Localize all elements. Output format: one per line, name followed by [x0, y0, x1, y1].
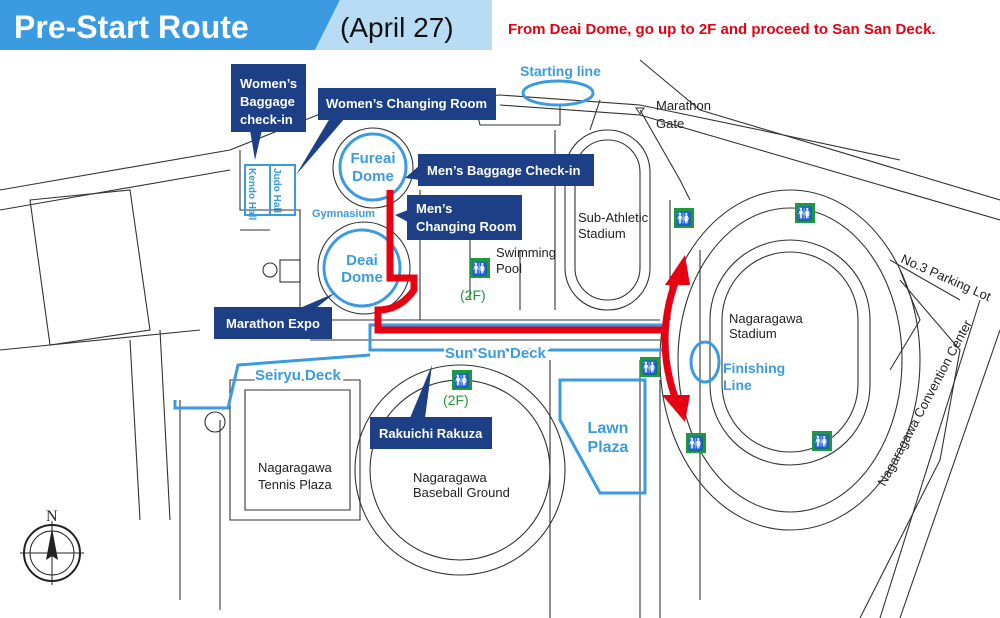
svg-text:Gate: Gate — [656, 116, 684, 131]
svg-text:Baseball Ground: Baseball Ground — [413, 485, 510, 500]
sun-sun-deck-label: Sun Sun Deck — [445, 345, 547, 362]
deai-dome: Deai Dome — [317, 221, 411, 315]
svg-text:Pool: Pool — [496, 261, 522, 276]
svg-text:Swimming: Swimming — [496, 245, 556, 260]
svg-text:🚻: 🚻 — [676, 211, 692, 226]
svg-text:🚻: 🚻 — [814, 434, 830, 449]
svg-text:Kendo Hall: Kendo Hall — [246, 168, 257, 220]
svg-text:Baggage: Baggage — [240, 94, 295, 109]
svg-text:Women’s: Women’s — [240, 76, 297, 91]
svg-text:Nagaragawa: Nagaragawa — [413, 470, 487, 485]
fureai-dome: Fureai Dome — [332, 127, 414, 209]
svg-text:Dome: Dome — [341, 269, 383, 286]
toilet-icon: 🚻 — [470, 258, 490, 278]
toilet-icon: 🚻 — [452, 370, 472, 390]
gymnasium-label: Gymnasium — [312, 208, 375, 220]
finishing-line-marker — [689, 340, 721, 384]
svg-text:🚻: 🚻 — [454, 373, 470, 388]
svg-text:Women’s Changing Room: Women’s Changing Room — [326, 96, 487, 111]
pool-2f-label: (2F) — [460, 287, 486, 303]
toilet-icon: 🚻 — [686, 433, 706, 453]
arrow-up-icon — [665, 255, 690, 285]
svg-text:Lawn: Lawn — [588, 420, 629, 437]
svg-text:N: N — [46, 508, 58, 525]
pre-start-route — [374, 190, 690, 422]
page-title: Pre-Start Route — [14, 9, 249, 45]
svg-text:Deai: Deai — [346, 252, 378, 269]
svg-text:Nagaragawa: Nagaragawa — [729, 311, 803, 326]
starting-line-marker — [521, 79, 595, 107]
parking-lot-label: No.3 Parking Lot — [899, 251, 994, 304]
toilet-icon: 🚻 — [640, 357, 660, 377]
convention-center-label: Nagaragawa Convention Center — [874, 317, 975, 489]
judo-kendo-hall: Judo Hall Kendo Hall — [244, 164, 296, 220]
title-banner — [0, 0, 340, 50]
base-map — [0, 59, 1000, 618]
compass-icon: N — [20, 508, 84, 585]
svg-text:🚻: 🚻 — [688, 436, 704, 451]
svg-text:🚻: 🚻 — [797, 206, 813, 221]
callout-mens-changing: Men’s Changing Room — [395, 195, 522, 240]
svg-text:Marathon Expo: Marathon Expo — [226, 316, 320, 331]
svg-text:Men’s Baggage Check-in: Men’s Baggage Check-in — [427, 163, 580, 178]
svg-text:check-in: check-in — [240, 112, 293, 127]
starting-line-label: Starting line — [520, 63, 601, 79]
callout-rakuichi-rakuza: Rakuichi Rakuza — [370, 365, 492, 449]
svg-text:Stadium: Stadium — [729, 326, 777, 341]
svg-text:Fureai: Fureai — [350, 150, 395, 167]
gate-marker-icon — [635, 107, 645, 115]
svg-text:Rakuichi Rakuza: Rakuichi Rakuza — [379, 426, 483, 441]
toilet-icon: 🚻 — [674, 208, 694, 228]
seiryu-deck — [173, 353, 371, 410]
svg-text:Changing Room: Changing Room — [416, 219, 516, 234]
svg-text:Finishing: Finishing — [723, 360, 785, 376]
marathon-gate-label: Marathon — [656, 98, 711, 113]
svg-text:Judo Hall: Judo Hall — [271, 168, 282, 213]
deck-2f-label: (2F) — [443, 392, 469, 408]
callout-womens-changing: Women’s Changing Room — [296, 88, 496, 175]
svg-text:Men’s: Men’s — [416, 201, 452, 216]
callout-womens-baggage: Women’s Baggage check-in — [231, 64, 306, 160]
svg-text:Line: Line — [723, 377, 752, 393]
svg-text:Tennis Plaza: Tennis Plaza — [258, 477, 332, 492]
date-banner — [315, 0, 492, 50]
svg-text:🚻: 🚻 — [642, 360, 658, 375]
svg-text:Dome: Dome — [352, 168, 394, 185]
arrow-down-icon — [662, 395, 690, 422]
lawn-plaza — [558, 378, 647, 495]
seiryu-deck-label: Seiryu Deck — [255, 367, 342, 384]
svg-text:Sub-Athletic: Sub-Athletic — [578, 210, 649, 225]
toilet-icon: 🚻 — [795, 203, 815, 223]
callout-marathon-expo: Marathon Expo — [214, 293, 335, 339]
instruction-text: From Deai Dome, go up to 2F and proceed … — [508, 21, 936, 38]
svg-text:Stadium: Stadium — [578, 226, 626, 241]
callout-mens-baggage: Men’s Baggage Check-in — [405, 154, 594, 186]
toilet-icons: 🚻 🚻 🚻 🚻 🚻 🚻 🚻 — [452, 203, 832, 453]
date-label: (April 27) — [340, 12, 454, 43]
svg-text:🚻: 🚻 — [472, 261, 488, 276]
toilet-icon: 🚻 — [812, 431, 832, 451]
svg-text:Plaza: Plaza — [588, 439, 629, 456]
svg-text:Nagaragawa: Nagaragawa — [258, 460, 332, 475]
